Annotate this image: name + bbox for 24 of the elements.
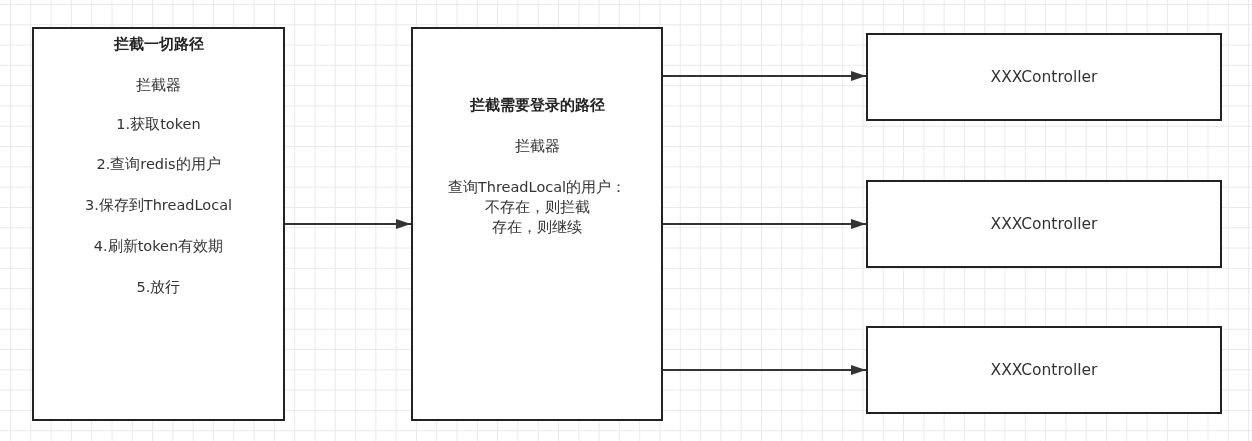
arrow xyxy=(662,71,867,81)
box-text: XXXController xyxy=(990,67,1098,86)
box-text: 拦截器 xyxy=(136,76,181,94)
box-text: XXXController xyxy=(990,214,1098,233)
process-box xyxy=(411,27,663,421)
box-text: 5.放行 xyxy=(136,278,181,296)
process-box xyxy=(32,27,285,421)
box-text: 3.保存到ThreadLocal xyxy=(84,196,233,214)
box-text: 1.获取token xyxy=(116,115,201,133)
box-text: 不存在，则拦截 xyxy=(484,198,590,216)
box-text: 查询ThreadLocal的用户： xyxy=(447,178,627,196)
box-text: XXXController xyxy=(990,360,1098,379)
arrow xyxy=(284,219,412,229)
arrow xyxy=(662,219,867,229)
box-text: 拦截器 xyxy=(514,137,560,155)
process-box xyxy=(866,180,1222,268)
box-heading: 拦截需要登录的路径 xyxy=(469,96,605,114)
box-heading: 拦截一切路径 xyxy=(113,35,204,53)
box-text: 4.刷新token有效期 xyxy=(93,237,224,255)
box-text: 存在，则继续 xyxy=(492,218,582,236)
box-text: 2.查询redis的用户 xyxy=(96,155,221,173)
arrow xyxy=(662,365,867,375)
process-box xyxy=(866,33,1222,121)
process-box xyxy=(866,326,1222,414)
